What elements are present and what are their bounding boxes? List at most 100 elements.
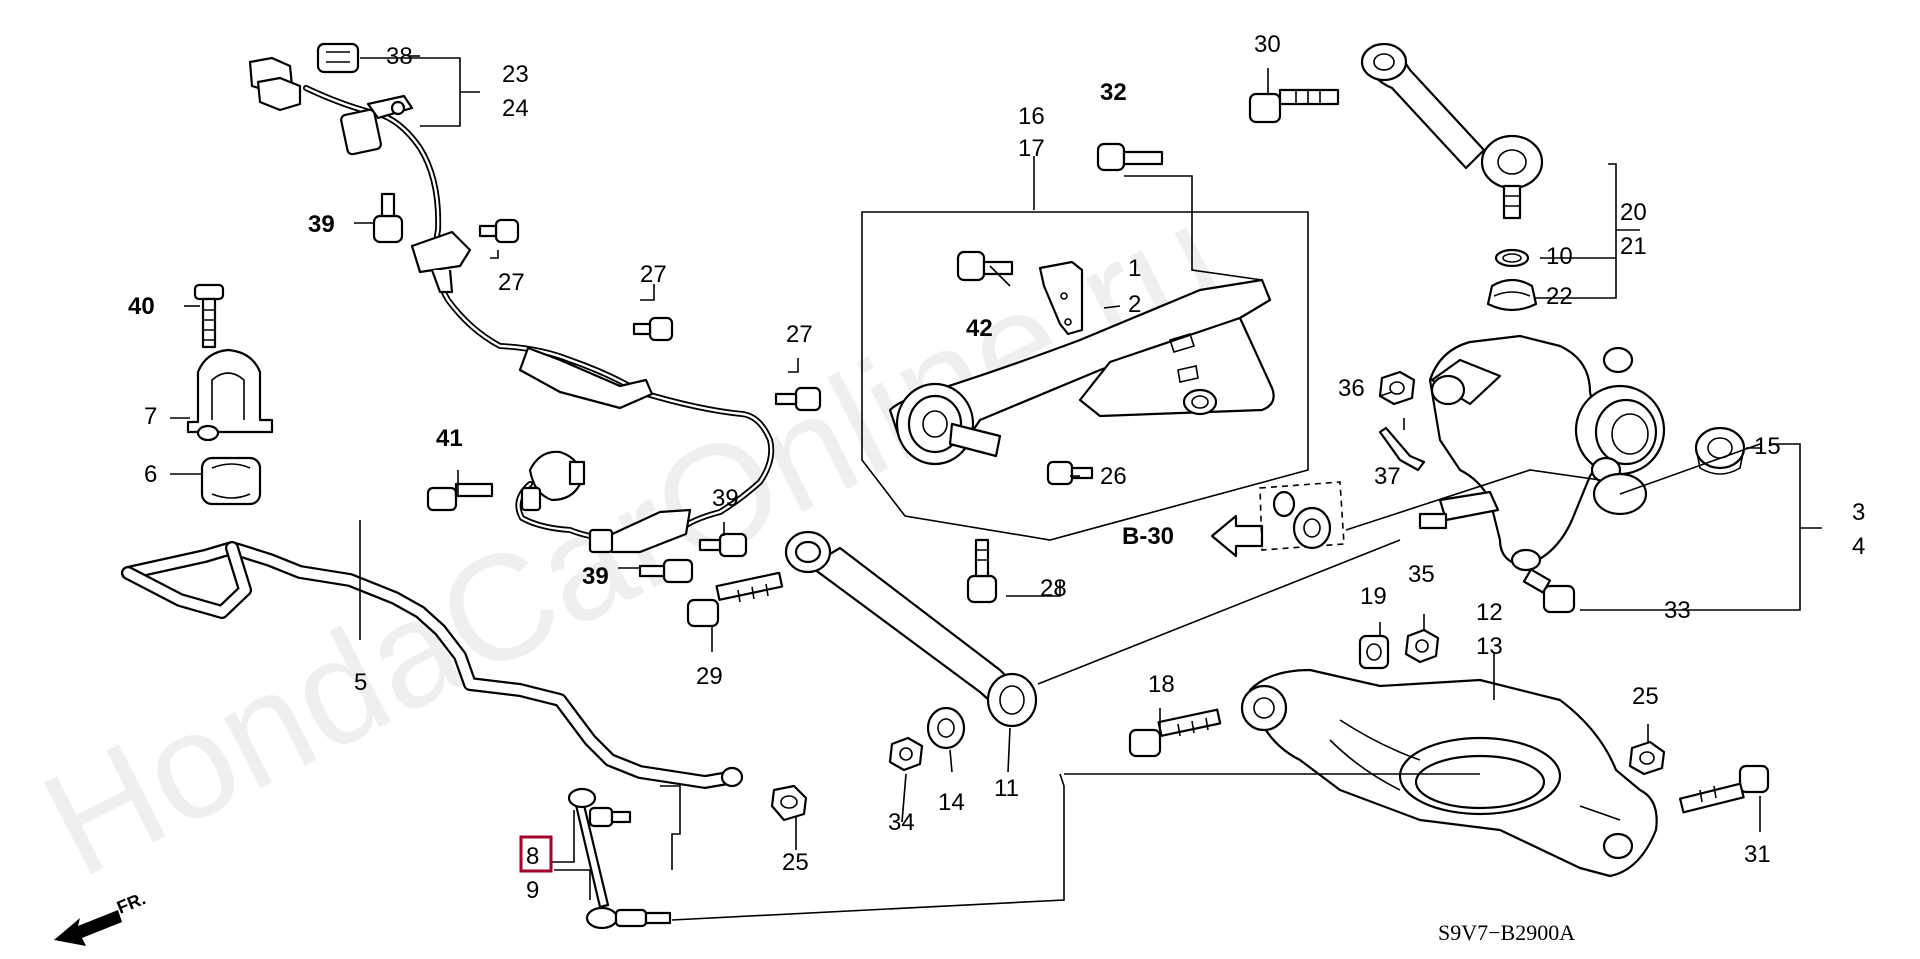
callout-3[interactable]: 3 bbox=[1852, 499, 1865, 526]
callout-41[interactable]: 41 bbox=[436, 425, 463, 452]
bolt-27-upper[interactable] bbox=[478, 218, 520, 244]
leader-lines bbox=[170, 55, 1822, 921]
trailing-arm[interactable] bbox=[888, 278, 1275, 466]
callout-11[interactable]: 11 bbox=[994, 775, 1019, 802]
callout-4[interactable]: 4 bbox=[1852, 533, 1865, 560]
nut-35[interactable] bbox=[1404, 628, 1440, 664]
wheel-speed-sensor[interactable] bbox=[520, 450, 586, 512]
callout-25-left[interactable]: 25 bbox=[782, 849, 809, 876]
trailing-arm-bracket[interactable] bbox=[1038, 260, 1084, 336]
bolt-32[interactable] bbox=[1096, 142, 1164, 172]
bolt-28[interactable] bbox=[966, 538, 998, 604]
trailing-arm-box bbox=[861, 211, 1309, 541]
abs-connector[interactable] bbox=[248, 56, 414, 156]
callout-39-upper[interactable]: 39 bbox=[308, 211, 335, 238]
callout-19[interactable]: 19 bbox=[1360, 583, 1387, 610]
callout-36[interactable]: 36 bbox=[1338, 375, 1365, 402]
callout-40[interactable]: 40 bbox=[128, 293, 155, 320]
callout-25-right[interactable]: 25 bbox=[1632, 683, 1659, 710]
callout-33[interactable]: 33 bbox=[1664, 597, 1691, 624]
link-nut-25[interactable] bbox=[770, 784, 808, 822]
callout-23[interactable]: 23 bbox=[502, 61, 529, 88]
callout-29[interactable]: 29 bbox=[696, 663, 723, 690]
callout-17[interactable]: 17 bbox=[1018, 135, 1045, 162]
bolt-39-upper[interactable] bbox=[372, 192, 404, 244]
knuckle-bushing-15[interactable] bbox=[1694, 426, 1746, 475]
callout-22[interactable]: 22 bbox=[1546, 283, 1573, 310]
bolt-33[interactable] bbox=[1522, 568, 1576, 614]
callout-34[interactable]: 34 bbox=[888, 809, 915, 836]
callout-35[interactable]: 35 bbox=[1408, 561, 1435, 588]
callout-27-mid[interactable]: 27 bbox=[640, 261, 667, 288]
callout-8-highlight bbox=[519, 835, 553, 873]
callout-10[interactable]: 10 bbox=[1546, 243, 1573, 270]
harness-bracket-mid[interactable] bbox=[518, 346, 654, 410]
callout-32[interactable]: 32 bbox=[1100, 79, 1127, 106]
harness-clip[interactable] bbox=[410, 230, 472, 294]
callout-9[interactable]: 9 bbox=[526, 877, 539, 904]
callout-12[interactable]: 12 bbox=[1476, 599, 1503, 626]
callout-27-upper[interactable]: 27 bbox=[498, 269, 525, 296]
callout-39-right[interactable]: 39 bbox=[712, 485, 739, 512]
diagram-code: S9V7−B2900A bbox=[1438, 920, 1575, 945]
callout-8[interactable]: 8 bbox=[526, 843, 539, 870]
callout-27-right[interactable]: 27 bbox=[786, 321, 813, 348]
bolt-41[interactable] bbox=[426, 482, 494, 512]
callout-30[interactable]: 30 bbox=[1254, 31, 1281, 58]
callout-14[interactable]: 14 bbox=[938, 789, 965, 816]
bolt-39-lower[interactable] bbox=[638, 558, 694, 584]
compensator-arm[interactable] bbox=[784, 530, 1038, 728]
bolt-29[interactable] bbox=[686, 571, 784, 628]
bolt-39-right[interactable] bbox=[698, 532, 748, 558]
knuckle[interactable] bbox=[1428, 334, 1666, 572]
callout-16[interactable]: 16 bbox=[1018, 103, 1045, 130]
callout-2[interactable]: 2 bbox=[1128, 291, 1141, 318]
abs-connector-clip[interactable] bbox=[316, 42, 360, 74]
upper-arm[interactable] bbox=[1360, 42, 1544, 220]
bolt-27-mid[interactable] bbox=[632, 316, 674, 342]
stabilizer-bushing[interactable] bbox=[200, 456, 262, 506]
bolt-27-right[interactable] bbox=[774, 386, 822, 412]
washer-19[interactable] bbox=[1358, 634, 1390, 670]
bolt-42[interactable] bbox=[956, 250, 1014, 282]
callout-7[interactable]: 7 bbox=[144, 403, 157, 430]
callout-42[interactable]: 42 bbox=[966, 315, 993, 342]
boot-22[interactable] bbox=[1486, 278, 1538, 312]
callout-24[interactable]: 24 bbox=[502, 95, 529, 122]
bolt-knuckle-stud[interactable] bbox=[1418, 512, 1448, 530]
bolt-18[interactable] bbox=[1128, 708, 1222, 758]
callout-39-lower[interactable]: 39 bbox=[582, 563, 609, 590]
callout-5[interactable]: 5 bbox=[354, 669, 367, 696]
clip-37[interactable] bbox=[1378, 426, 1426, 472]
callout-15[interactable]: 15 bbox=[1754, 433, 1781, 460]
nut-34[interactable] bbox=[888, 736, 924, 772]
callout-21[interactable]: 21 bbox=[1620, 233, 1647, 260]
b30-label[interactable]: B-30 bbox=[1122, 523, 1174, 550]
stabilizer-bracket[interactable] bbox=[186, 348, 274, 442]
callout-6[interactable]: 6 bbox=[144, 461, 157, 488]
callout-1[interactable]: 1 bbox=[1128, 255, 1141, 282]
callout-18[interactable]: 18 bbox=[1148, 671, 1175, 698]
snap-ring-10[interactable] bbox=[1494, 248, 1530, 268]
callout-28[interactable]: 28 bbox=[1040, 575, 1067, 602]
stabilizer-bar[interactable] bbox=[121, 541, 744, 789]
nut-25-lower[interactable] bbox=[1628, 740, 1666, 776]
callout-26[interactable]: 26 bbox=[1100, 463, 1127, 490]
bolt-26[interactable] bbox=[1046, 460, 1094, 486]
harness-bracket-lower[interactable] bbox=[588, 508, 692, 554]
callout-20[interactable]: 20 bbox=[1620, 199, 1647, 226]
b30-reference[interactable] bbox=[1210, 481, 1345, 558]
callout-31[interactable]: 31 bbox=[1744, 841, 1771, 868]
lower-arm[interactable] bbox=[1240, 668, 1658, 878]
callouts: 1 2 3 4 5 6 7 8 9 10 11 12 13 14 15 16 1… bbox=[128, 31, 1865, 904]
callout-38[interactable]: 38 bbox=[386, 43, 413, 70]
bolt-30[interactable] bbox=[1248, 88, 1340, 124]
nut-36[interactable] bbox=[1378, 370, 1416, 406]
bolt-31[interactable] bbox=[1678, 764, 1770, 814]
bracket-bolt-40[interactable] bbox=[193, 283, 225, 349]
callout-37[interactable]: 37 bbox=[1374, 463, 1401, 490]
callout-13[interactable]: 13 bbox=[1476, 633, 1503, 660]
washer-14[interactable] bbox=[926, 706, 966, 750]
stabilizer-link[interactable] bbox=[567, 787, 672, 930]
